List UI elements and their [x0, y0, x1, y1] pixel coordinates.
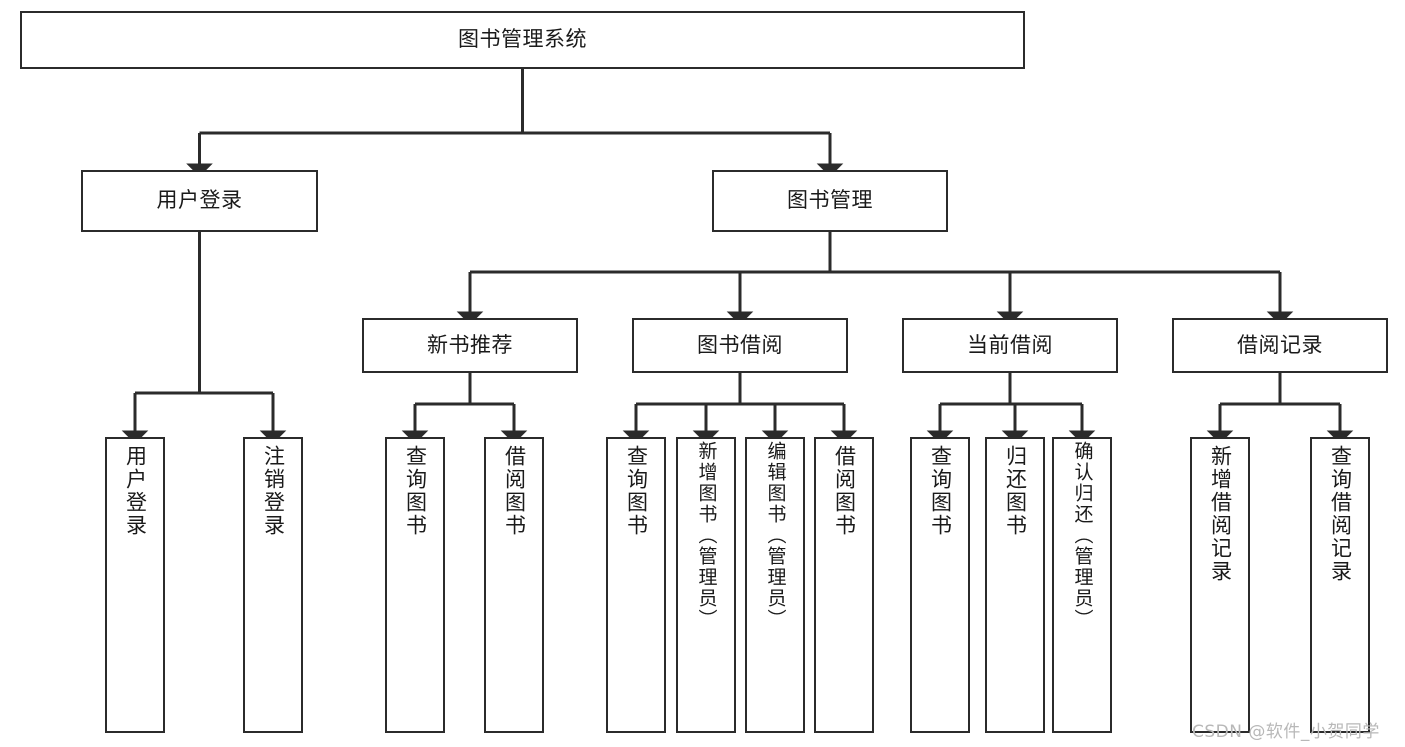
- node-l3-borrow[interactable]: 图书借阅: [632, 318, 848, 373]
- node-label: 借阅图书: [832, 445, 857, 537]
- node-label: 当前借阅: [967, 332, 1053, 357]
- node-label: 编辑图书（管理员）: [764, 441, 787, 630]
- node-l3-newbook[interactable]: 新书推荐: [362, 318, 578, 373]
- node-leaf-user-logout[interactable]: 注销登录: [243, 437, 303, 733]
- node-label: 图书借阅: [697, 332, 783, 357]
- node-leaf-cur-confirm[interactable]: 确认归还（管理员）: [1052, 437, 1112, 733]
- node-label: 用户登录: [123, 445, 148, 537]
- node-leaf-borrow-do[interactable]: 借阅图书: [814, 437, 874, 733]
- node-l2-book[interactable]: 图书管理: [712, 170, 948, 232]
- node-label: 查询借阅记录: [1328, 445, 1353, 583]
- node-label: 用户登录: [156, 188, 243, 213]
- node-label: 注销登录: [261, 445, 286, 537]
- node-leaf-cur-return[interactable]: 归还图书: [985, 437, 1045, 733]
- node-label: 查询图书: [928, 445, 953, 537]
- node-label: 确认归还（管理员）: [1071, 441, 1094, 630]
- node-leaf-new-borrow[interactable]: 借阅图书: [484, 437, 544, 733]
- node-l2-user[interactable]: 用户登录: [81, 170, 318, 232]
- node-l3-current[interactable]: 当前借阅: [902, 318, 1118, 373]
- node-label: 借阅记录: [1237, 332, 1323, 357]
- node-label: 新书推荐: [427, 332, 513, 357]
- node-leaf-rec-add[interactable]: 新增借阅记录: [1190, 437, 1250, 733]
- node-label: 图书管理: [787, 188, 873, 213]
- node-l3-record[interactable]: 借阅记录: [1172, 318, 1388, 373]
- node-leaf-cur-query[interactable]: 查询图书: [910, 437, 970, 733]
- node-label: 图书管理系统: [458, 27, 587, 52]
- node-label: 归还图书: [1003, 445, 1028, 537]
- node-leaf-user-login[interactable]: 用户登录: [105, 437, 165, 733]
- node-leaf-new-query[interactable]: 查询图书: [385, 437, 445, 733]
- node-leaf-borrow-add[interactable]: 新增图书（管理员）: [676, 437, 736, 733]
- node-leaf-borrow-query[interactable]: 查询图书: [606, 437, 666, 733]
- node-label: 借阅图书: [502, 445, 527, 537]
- node-root[interactable]: 图书管理系统: [20, 11, 1025, 69]
- node-label: 查询图书: [403, 445, 428, 537]
- node-label: 新增图书（管理员）: [695, 441, 718, 630]
- node-label: 查询图书: [624, 445, 649, 537]
- node-label: 新增借阅记录: [1208, 445, 1233, 583]
- node-leaf-borrow-edit[interactable]: 编辑图书（管理员）: [745, 437, 805, 733]
- node-leaf-rec-query[interactable]: 查询借阅记录: [1310, 437, 1370, 733]
